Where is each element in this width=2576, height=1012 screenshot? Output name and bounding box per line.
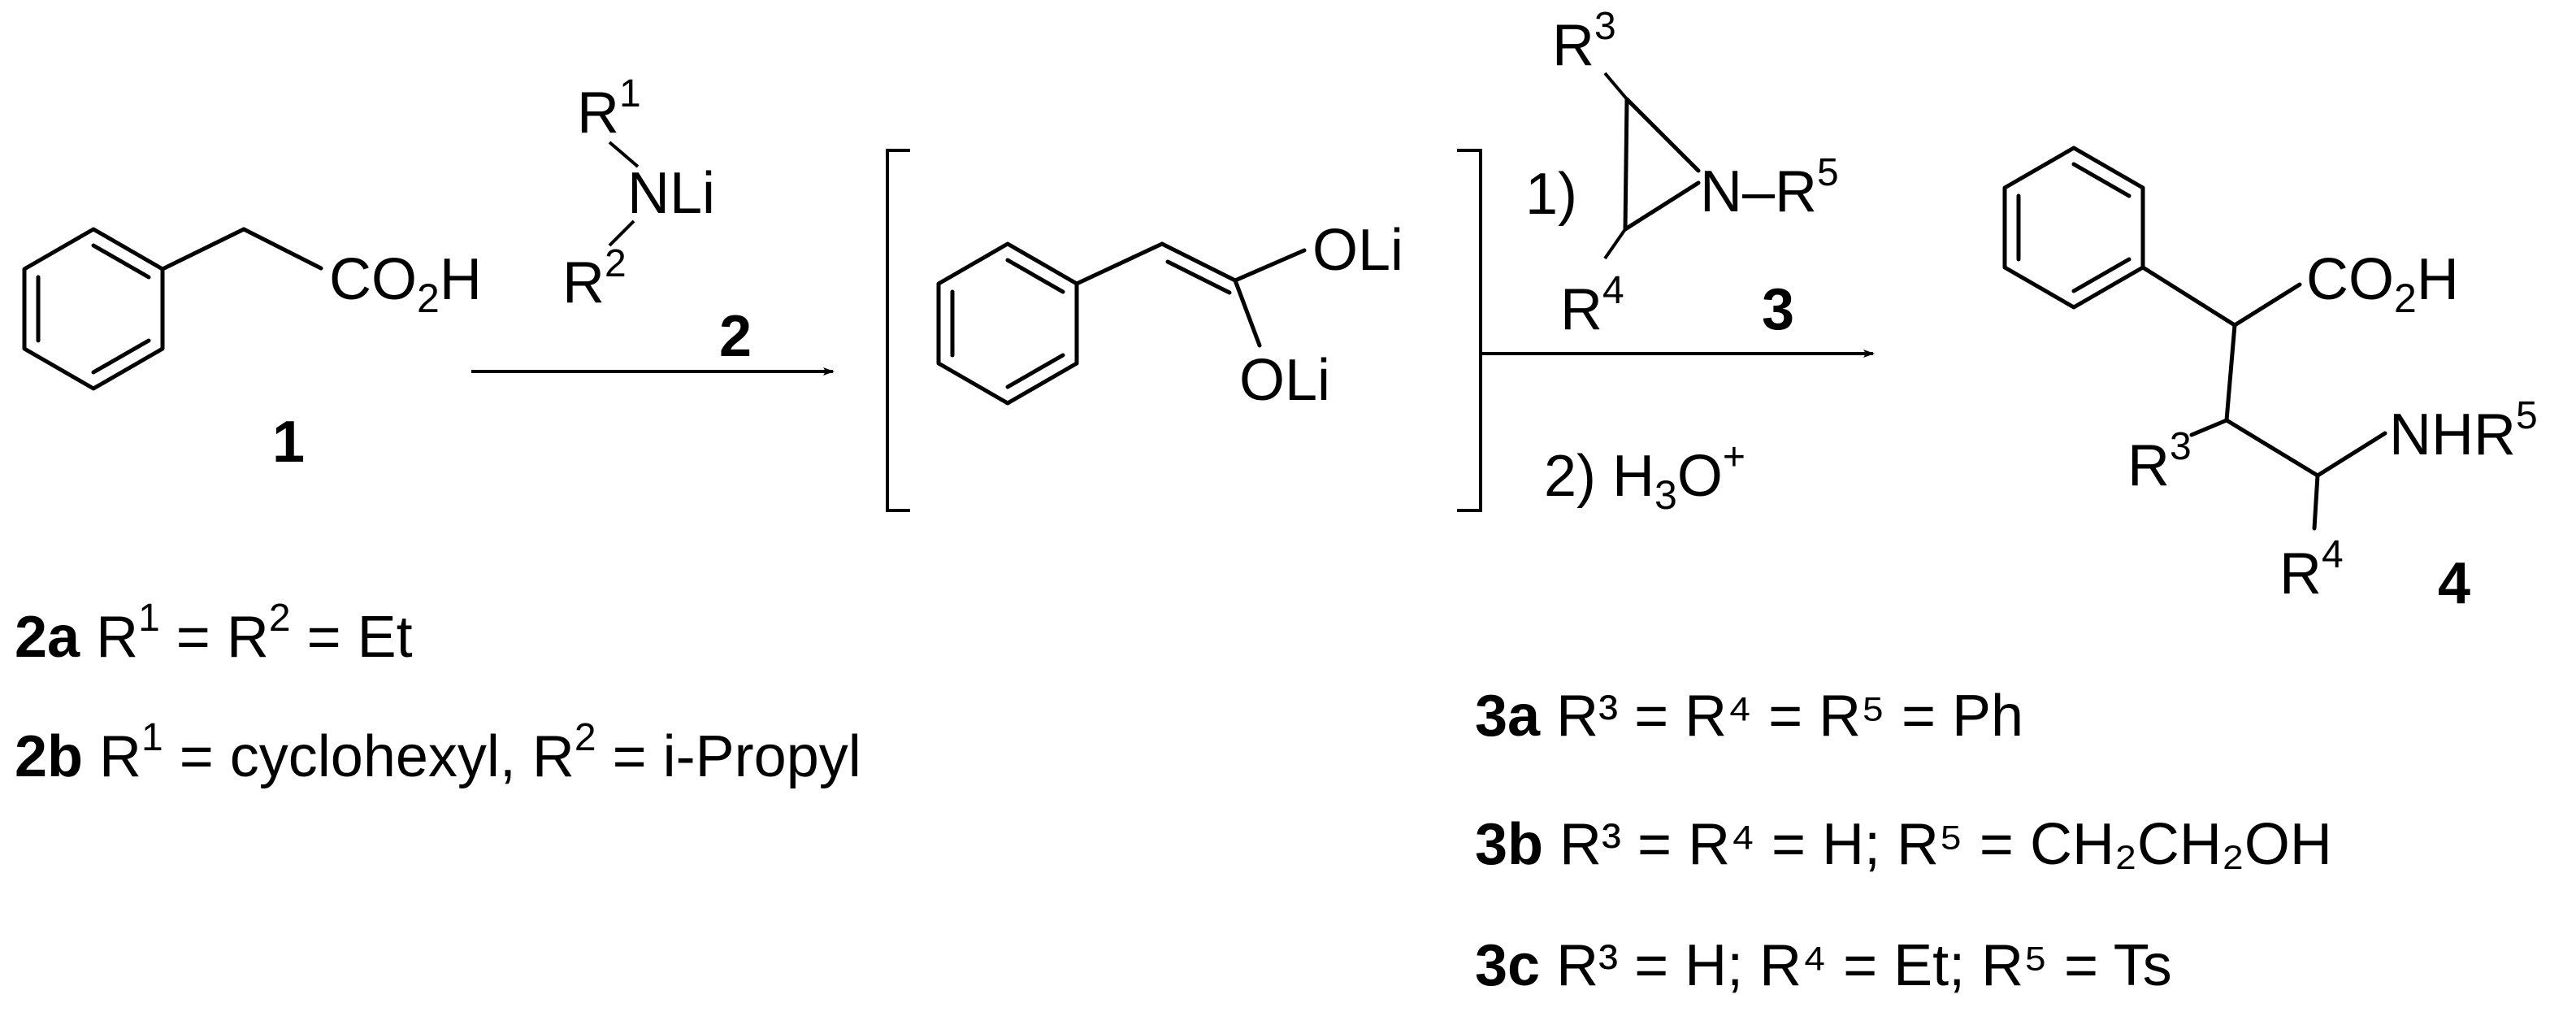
bond-ring-ch2 (160, 227, 246, 271)
reagent-2-r2: R2 (562, 242, 627, 315)
legend-reagent-2: 2a R1 = R2 = Et 2b R1 = cyclohexyl, R2 =… (15, 597, 861, 789)
bond-c-r4 (1603, 228, 1627, 260)
bond-cbeta-r3 (2189, 418, 2229, 437)
step-1-label: 1) (1525, 162, 1577, 227)
product-4-r4: R4 (2279, 533, 2344, 606)
oli-bottom-label: OLi (1239, 348, 1330, 413)
bond-ring-calpha (2140, 265, 2237, 328)
compound-1-structure: CO2H 1 (22, 227, 482, 475)
bond-cgamma-r4 (2312, 473, 2320, 531)
bond-c-oli-bottom (1233, 278, 1262, 348)
legend-2a: 2a R1 = R2 = Et (15, 597, 413, 670)
aziridine-ring (1623, 97, 1701, 232)
reagent-2-nli: NLi (627, 161, 715, 226)
legend-3b: 3b R³ = R⁴ = H; R⁵ = CH₂CH₂OH (1475, 812, 2332, 877)
product-4-structure: CO2H R3 NHR5 R4 4 (2002, 146, 2538, 616)
reagent-3: 1) R3 N–R5 R4 3 2) H3O+ (1525, 5, 1839, 518)
bond-c-oli-top (1233, 248, 1307, 283)
bond-ch-c-outer (1160, 241, 1238, 283)
legend-2b: 2b R1 = cyclohexyl, R2 = i-Propyl (15, 716, 861, 789)
benzene-ring-intermediate (936, 241, 1079, 406)
product-4-number: 4 (2438, 551, 2470, 616)
aziridine-r4: R4 (1560, 269, 1624, 342)
bond-n-r2 (608, 219, 635, 247)
bond-ring-ch (1074, 241, 1164, 286)
bond-ch2-cooh (241, 227, 323, 271)
bond-ch-c-inner (1165, 259, 1232, 295)
bond-calpha-cooh (2232, 282, 2302, 328)
compound-1-number: 1 (272, 410, 305, 475)
bond-cbeta-cgamma (2224, 418, 2320, 478)
bond-cgamma-nh (2315, 431, 2387, 478)
oli-top-label: OLi (1312, 218, 1403, 283)
legend-3a: 3a R³ = R⁴ = R⁵ = Ph (1475, 684, 2023, 749)
bond-calpha-cbeta (2224, 323, 2237, 423)
product-4-carboxyl: CO2H (2306, 247, 2459, 321)
product-4-r3: R3 (2127, 425, 2192, 498)
reagent-2-r1: R1 (577, 72, 641, 146)
bracket-right (1457, 149, 1482, 512)
bond-r1-n (608, 141, 640, 168)
benzene-ring-1 (22, 227, 165, 391)
aziridine-n-label: N–R5 (1700, 151, 1839, 224)
reagent-3-number: 3 (1762, 277, 1794, 342)
bracket-left (886, 149, 910, 512)
bond-r3-c (1603, 72, 1628, 101)
intermediate-dianion: OLi OLi (886, 149, 1482, 512)
aziridine-r3: R3 (1552, 5, 1616, 78)
compound-1-carboxyl: CO2H (329, 247, 482, 321)
benzene-ring-product (2002, 146, 2145, 310)
reagent-2: R1 NLi R2 2 (562, 72, 752, 369)
product-4-nhr5: NHR5 (2389, 394, 2538, 467)
reagent-2-number: 2 (719, 304, 752, 369)
step-2-label: 2) H3O+ (1544, 436, 1746, 518)
legend-3c: 3c R³ = H; R⁴ = Et; R⁵ = Ts (1475, 933, 2172, 998)
legend-reagent-3: 3a R³ = R⁴ = R⁵ = Ph 3b R³ = R⁴ = H; R⁵ … (1475, 684, 2332, 998)
